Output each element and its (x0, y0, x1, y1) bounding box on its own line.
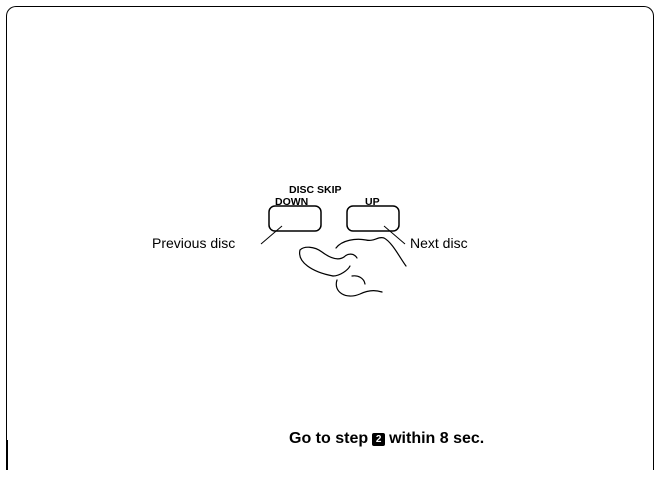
instruction-suffix: within 8 sec. (389, 430, 484, 448)
step-instruction: Go to step 2 within 8 sec. (289, 430, 484, 448)
step-number-badge: 2 (372, 433, 385, 446)
up-button-label: UP (365, 196, 380, 208)
up-button[interactable] (347, 206, 399, 231)
next-disc-label: Next disc (410, 235, 468, 251)
pressing-hand-icon (300, 238, 406, 296)
previous-disc-label: Previous disc (152, 235, 235, 251)
disc-skip-title: DISC SKIP (289, 184, 342, 196)
down-button[interactable] (269, 206, 321, 231)
down-button-label: DOWN (275, 196, 308, 208)
instruction-prefix: Go to step (289, 430, 368, 448)
